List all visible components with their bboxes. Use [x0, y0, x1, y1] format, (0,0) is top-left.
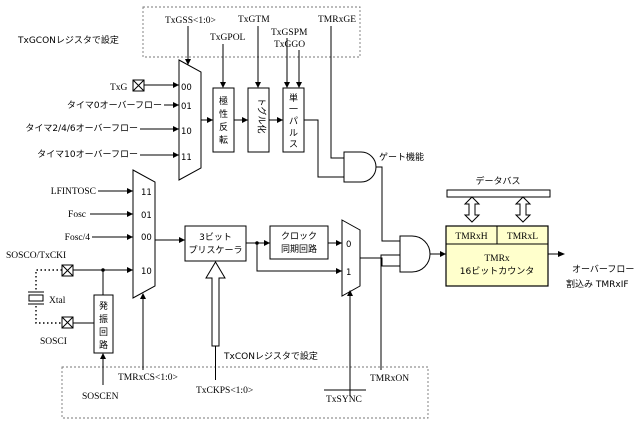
gate-mux-sel-0: 00 [181, 83, 192, 93]
counter-desc: 16ビットカウンタ [460, 266, 534, 277]
osc-char-0: 発 [99, 300, 108, 312]
timer246-overflow-label: タイマ2/4/6オーバーフロー [25, 123, 138, 134]
osc-char-3: 路 [99, 339, 108, 351]
databus-arrow-low [514, 196, 532, 223]
txckps-arrow [205, 261, 226, 347]
fosc-label: Fosc [68, 210, 86, 220]
osc-char-1: 振 [99, 313, 108, 325]
polarity-char-0: 極 [219, 95, 228, 107]
tmrxl-label: TMRxL [507, 232, 538, 242]
databus-bar [446, 189, 551, 198]
txgtm-label: TxGTM [238, 15, 270, 25]
fosc4-label: Fosc/4 [65, 233, 91, 243]
sosci-label: SOSCI [40, 337, 67, 347]
polarity-char-2: 反 [219, 122, 228, 133]
tmrxcs-label: TMRxCS<1:0> [118, 373, 178, 383]
lfintosc-label: LFINTOSC [51, 187, 96, 197]
pulse-char-2: パ [289, 116, 298, 127]
tmrxge-label: TMRxGE [318, 15, 356, 25]
txcon-register-box [61, 366, 429, 419]
txggo-label: TxGGO [274, 40, 305, 50]
txsync-label: TxSYNC [326, 395, 362, 405]
pulse-char-4: ス [289, 140, 298, 150]
prescaler-line-1: 3ビット [199, 232, 232, 243]
gate-mux-sel-3: 11 [181, 153, 192, 163]
clock-mux-sel-2: 00 [141, 233, 152, 243]
clock-mux-sel-0: 11 [141, 188, 152, 198]
timer0-overflow-label: タイマ0オーバーフロー [67, 100, 162, 111]
toggle-label: トグル化 [256, 97, 268, 133]
databus-arrow-high [463, 196, 481, 223]
clock-mux-sel-3: 10 [141, 267, 152, 277]
txgcon-register-box [142, 6, 361, 58]
gate-source-mux [178, 59, 202, 181]
polarity-char-3: 転 [219, 135, 228, 146]
polarity-char-1: 性 [219, 108, 228, 120]
txgspm-label: TxGSPM [271, 28, 308, 38]
sync-mux-sel-0: 0 [346, 240, 351, 250]
crystal-symbol [28, 294, 44, 302]
sync-mux [341, 219, 361, 297]
clock-mux-sel-1: 01 [141, 211, 152, 221]
txgss-label: TxGSS<1:0> [165, 16, 216, 26]
txckps-label: TxCKPS<1:0> [196, 386, 253, 396]
gate-mux-sel-1: 01 [181, 102, 192, 112]
sync-mux-sel-1: 1 [346, 268, 351, 278]
sosco-txcki-label: SOSCO/TxCKI [6, 251, 66, 261]
pulse-char-3: ル [289, 129, 298, 139]
txgcon-label: TxGCONレジスタで設定 [17, 34, 119, 46]
osc-char-2: 回 [99, 327, 108, 338]
xtal-label: Xtal [49, 296, 66, 306]
sync-line-2: 同期回路 [281, 243, 317, 255]
pulse-char-1: 一 [289, 105, 298, 115]
interrupt-label: 割込み TMRxIF [566, 278, 629, 290]
timer10-overflow-label: タイマ10オーバーフロー [37, 149, 138, 160]
soscen-label: SOSCEN [82, 392, 119, 402]
gate-function-label: ゲート機能 [379, 151, 424, 163]
sync-line-1: クロック [281, 231, 317, 242]
gate-and [343, 151, 377, 183]
tmrxh-label: TMRxH [455, 232, 487, 242]
tmrxon-label: TMRxON [370, 374, 409, 384]
databus-label: データバス [475, 175, 520, 187]
prescaler-block [184, 225, 247, 262]
clock-sync-block [269, 225, 329, 260]
timer-enable-and [399, 235, 431, 273]
gate-mux-sel-2: 10 [181, 127, 192, 137]
txcon-label: TxCONレジスタで設定 [223, 350, 318, 362]
txg-label: TxG [110, 83, 128, 93]
clock-source-mux [132, 169, 156, 299]
overflow-label: オーバーフロー [572, 264, 634, 275]
pulse-char-0: 単 [289, 92, 298, 104]
tmrx-name: TMRx [484, 254, 510, 264]
prescaler-line-2: プリスケーラ [188, 245, 242, 256]
txgpol-label: TxGPOL [210, 33, 246, 43]
